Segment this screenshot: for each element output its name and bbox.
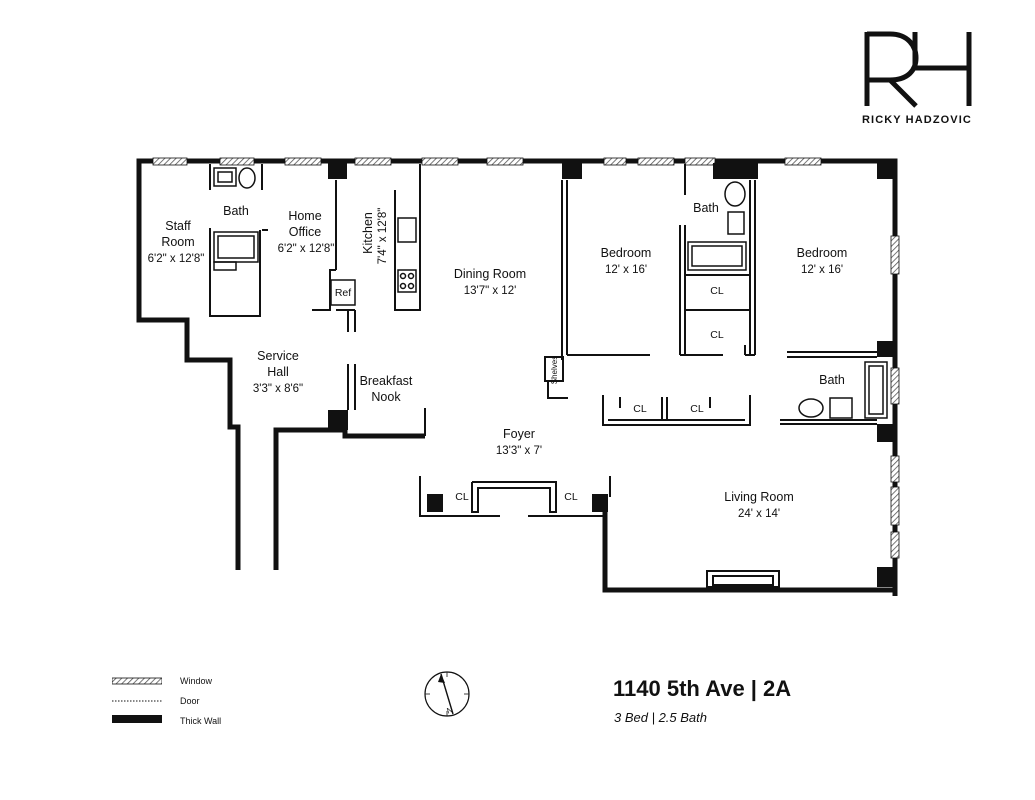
dining-room-label: Dining Room [454,267,526,281]
closet-label: CL [690,403,704,415]
bedroom-2-label: Bedroom [797,246,848,260]
kitchen-label: Kitchen [361,212,375,254]
service-hall-label: Service [257,349,299,363]
staff-room-label: Staff [165,219,191,233]
legend-thick-wall-swatch [112,715,162,723]
compass-icon: N [424,671,470,717]
living-room-dims: 24' x 14' [738,508,780,520]
foyer-dims: 13'3" x 7' [496,445,542,457]
breakfast-nook-label: Nook [371,390,401,404]
legend-thick-wall-label: Thick Wall [180,716,222,726]
rh-logo-icon [864,31,972,108]
legend-window-label: Window [180,676,213,686]
service-hall-label: Hall [267,365,289,379]
closet-label: CL [633,403,647,415]
closet-label: CL [564,491,578,503]
dining-room-dims: 13'7" x 12' [464,285,517,297]
legend-door-swatch [112,700,162,702]
middle-bath-label: Bath [693,201,719,215]
interior-walls [209,164,877,588]
exterior-walls [136,158,898,596]
home-office-dims: 6'2" x 12'8" [278,243,335,255]
staff-bath-label: Bath [223,204,249,218]
brand-logo [860,28,975,115]
kitchen-dims: 7'4" x 12'8" [377,208,389,265]
staff-room-label: Room [161,235,194,249]
service-hall-dims: 3'3" x 8'6" [253,383,303,395]
listing-address: 1140 5th Ave | 2A [613,676,792,701]
brand-name: RICKY HADZOVIC [862,114,972,126]
staff-room-dims: 6'2" x 12'8" [148,253,205,265]
home-office-label: Office [289,225,321,239]
bedroom-1-dims: 12' x 16' [605,264,647,276]
bedroom-1-label: Bedroom [601,246,652,260]
home-office-label: Home [288,209,321,223]
closet-label: CL [710,329,724,341]
shelves-label: Shelves [550,356,559,384]
legend-window-swatch [112,677,162,685]
living-room-label: Living Room [724,490,793,504]
windows [152,157,900,559]
foyer-label: Foyer [503,427,535,441]
ref-label: Ref [335,287,351,299]
fixtures [213,167,888,419]
bedroom-2-dims: 12' x 16' [801,264,843,276]
legend-door-label: Door [180,696,200,706]
room-labels: Staff Room 6'2" x 12'8" Bath Home Office… [148,201,848,520]
thick-wall-columns [328,163,893,587]
closet-label: CL [455,491,469,503]
listing-summary: 3 Bed | 2.5 Bath [614,710,707,725]
breakfast-nook-label: Breakfast [360,374,413,388]
compass-north-label: N [446,705,454,715]
right-bath-label: Bath [819,373,845,387]
closet-label: CL [710,285,724,297]
